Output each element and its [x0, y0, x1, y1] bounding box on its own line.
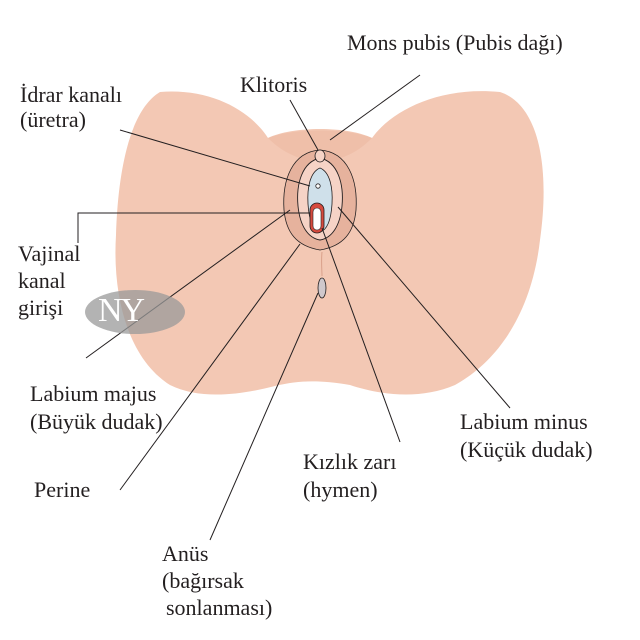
- urethra-shape: [315, 183, 321, 189]
- clitoris-shape: [314, 149, 326, 163]
- label-klitoris: Klitoris: [240, 72, 308, 97]
- watermark-smudge: [85, 290, 185, 334]
- label-anus: Anüs (bağırsak sonlanması): [162, 541, 273, 620]
- label-idrar-kanali: İdrar kanalı (üretra): [20, 82, 122, 132]
- leader-perine: [119, 243, 301, 491]
- label-mons-pubis: Mons pubis (Pubis dağı): [347, 30, 563, 55]
- label-perine: Perine: [34, 477, 91, 502]
- leader-labium-minus: [337, 206, 511, 409]
- leader-idrar: [119, 129, 311, 187]
- leader-kizlik: [321, 227, 401, 443]
- leader-klitoris: [289, 99, 319, 151]
- watermark-logo: NY: [98, 292, 145, 329]
- anus-shape: [317, 277, 327, 299]
- leader-lines: [77, 74, 511, 541]
- leader-mons: [329, 74, 421, 141]
- label-labium-majus: Labium majus (Büyük dudak): [30, 381, 163, 434]
- leader-vajinal: [77, 212, 310, 243]
- label-labium-minus: Labium minus (Küçük dudak): [460, 409, 593, 462]
- label-vajinal-kanal: Vajinal kanal girişi: [18, 241, 81, 320]
- leader-anus: [209, 292, 319, 541]
- label-kizlik-zari: Kızlık zarı (hymen): [303, 449, 397, 502]
- mons-shading: [268, 130, 372, 162]
- leader-labium-majus: [85, 209, 291, 359]
- vaginal-opening-shape: [312, 207, 322, 231]
